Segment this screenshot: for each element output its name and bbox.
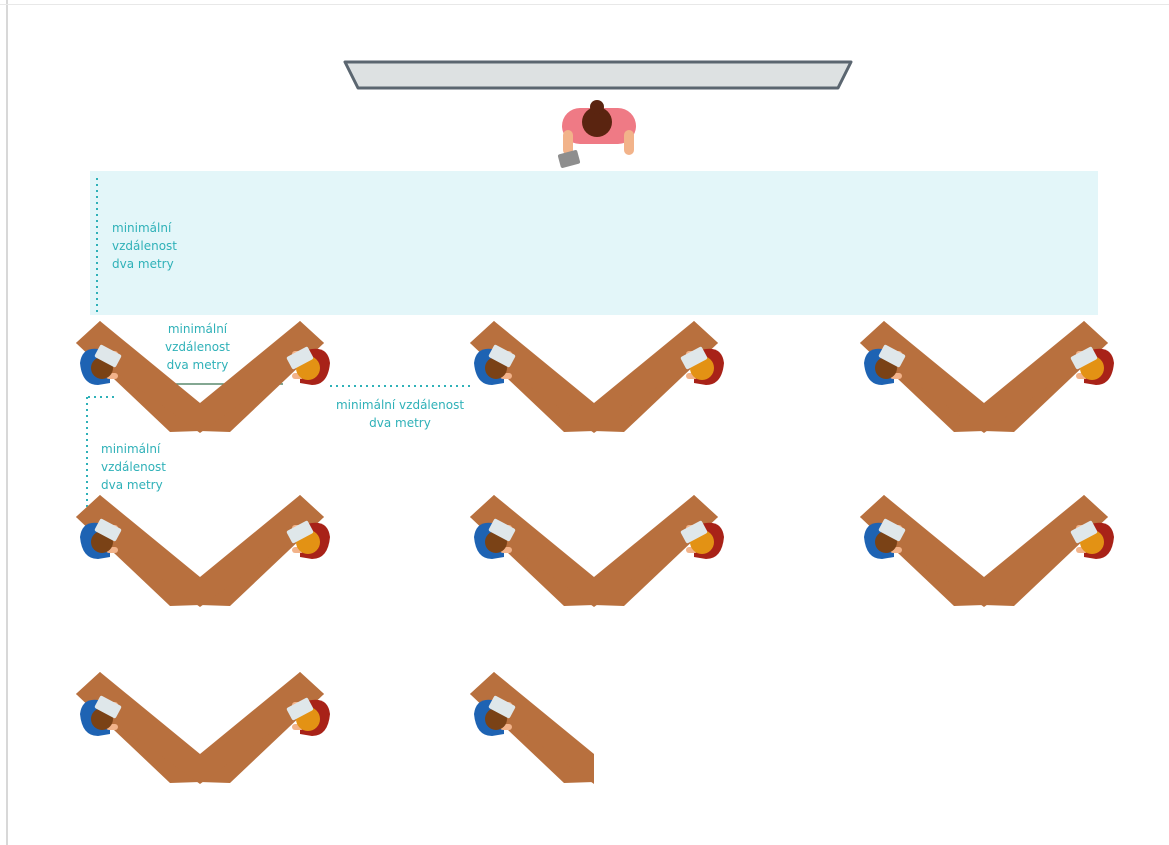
row-distance-label: minimální vzdálenost dva metry [101, 440, 166, 494]
desk-pair [76, 495, 330, 607]
desk-pair [470, 321, 724, 433]
pair-distance-label: minimální vzdálenost dva metry [165, 320, 230, 374]
desk-pair [470, 495, 724, 607]
desk-pair [860, 321, 1114, 433]
desk-pair [860, 495, 1114, 607]
group-distance-label: minimální vzdálenost dva metry [330, 396, 470, 432]
whiteboard [345, 62, 851, 88]
front-distance-label: minimální vzdálenost dva metry [112, 219, 177, 273]
teacher-figure [558, 100, 636, 168]
desk-single [470, 672, 594, 784]
desk-groups [76, 321, 1114, 784]
desk-pair [76, 672, 330, 784]
